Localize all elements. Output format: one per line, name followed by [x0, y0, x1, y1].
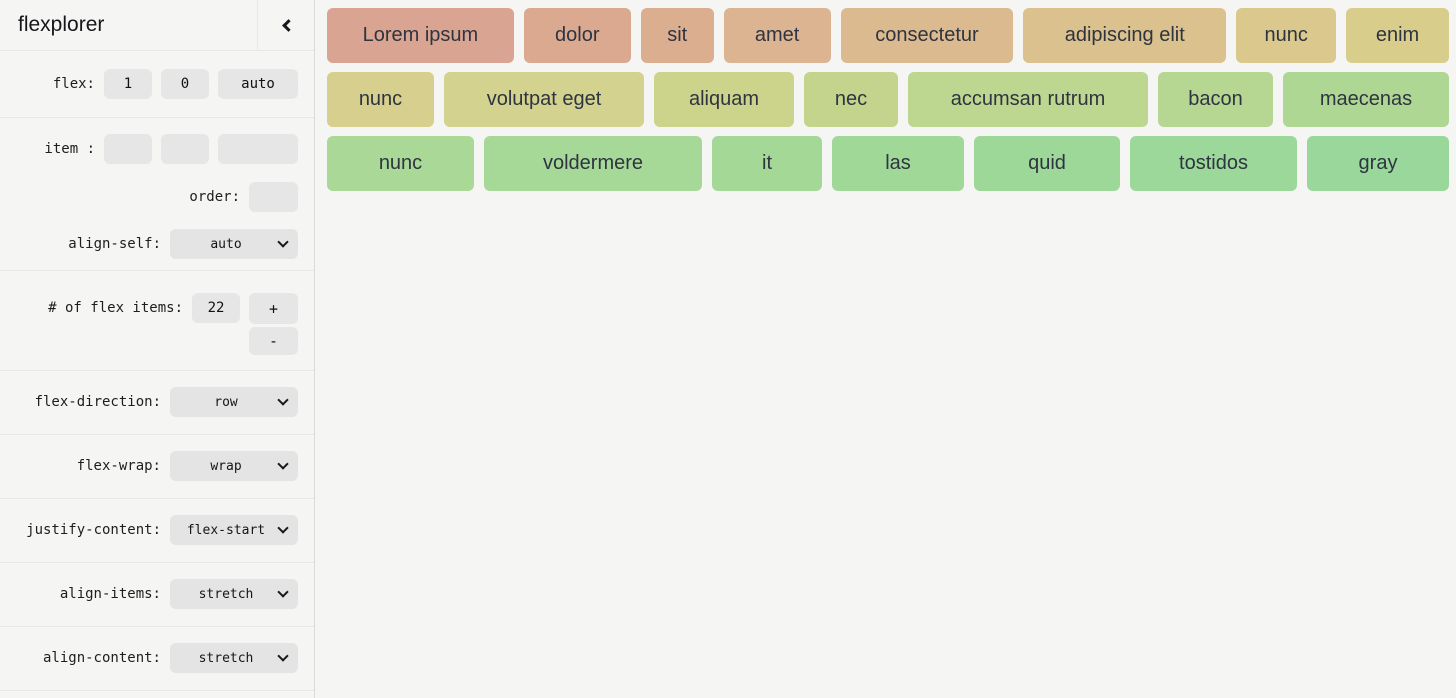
flex-item[interactable]: nunc	[327, 72, 434, 127]
flex-item[interactable]: adipiscing elit	[1023, 8, 1227, 63]
add-item-button[interactable]: +	[249, 293, 298, 324]
flex-item[interactable]: enim	[1346, 8, 1449, 63]
flex-direction-select[interactable]: row	[170, 387, 298, 417]
order-label: order:	[189, 189, 240, 205]
flex-item[interactable]: nunc	[327, 136, 474, 191]
align-items-value: stretch	[198, 586, 254, 602]
flex-item[interactable]: aliquam	[654, 72, 794, 127]
chevron-down-icon	[277, 650, 289, 662]
align-content-section: align-content: stretch	[0, 627, 314, 691]
align-self-value: auto	[210, 236, 242, 252]
app-title: flexplorer	[18, 13, 105, 36]
flex-item[interactable]: bacon	[1158, 72, 1273, 127]
item-shrink-input[interactable]	[161, 134, 209, 164]
flex-item[interactable]: Lorem ipsum	[327, 8, 514, 63]
chevron-down-icon	[277, 458, 289, 470]
align-items-label: align-items:	[59, 586, 161, 602]
flex-label: flex:	[52, 76, 95, 92]
justify-content-select[interactable]: flex-start	[170, 515, 298, 545]
flex-item[interactable]: nec	[804, 72, 898, 127]
chevron-down-icon	[277, 586, 289, 598]
align-content-select[interactable]: stretch	[170, 643, 298, 673]
flex-wrap-label: flex-wrap:	[76, 458, 161, 474]
flex-item[interactable]: volutpat eget	[444, 72, 644, 127]
flex-item[interactable]: quid	[974, 136, 1120, 191]
flex-item[interactable]: amet	[723, 8, 831, 63]
flex-item[interactable]: voldermere	[484, 136, 702, 191]
flex-item[interactable]: las	[832, 136, 964, 191]
remove-item-button[interactable]: -	[249, 327, 298, 355]
count-stepper: + -	[249, 293, 298, 355]
justify-content-value: flex-start	[186, 522, 266, 538]
chevron-down-icon	[277, 236, 289, 248]
flex-basis-input[interactable]	[218, 69, 298, 99]
flex-item[interactable]: nunc	[1236, 8, 1337, 63]
collapse-sidebar-button[interactable]	[257, 0, 314, 50]
flex-items-count-input[interactable]	[192, 293, 240, 323]
justify-content-section: justify-content: flex-start	[0, 499, 314, 563]
flex-item[interactable]: tostidos	[1130, 136, 1297, 191]
flex-item[interactable]: dolor	[523, 8, 631, 63]
flex-wrap-value: wrap	[210, 458, 242, 474]
flex-shorthand-section: flex:	[0, 51, 314, 118]
flex-direction-label: flex-direction:	[34, 394, 161, 410]
flex-item[interactable]: gray	[1307, 136, 1449, 191]
flex-item[interactable]: accumsan rutrum	[908, 72, 1148, 127]
align-self-select[interactable]: auto	[170, 229, 298, 259]
flex-shrink-input[interactable]	[161, 69, 209, 99]
justify-content-label: justify-content:	[26, 522, 161, 538]
sidebar: flexplorer flex: item : order: align-sel…	[0, 0, 315, 698]
flex-wrap-select[interactable]: wrap	[170, 451, 298, 481]
align-self-label: align-self:	[68, 236, 161, 252]
flex-direction-value: row	[214, 394, 238, 410]
chevron-left-icon	[281, 18, 295, 32]
align-items-select[interactable]: stretch	[170, 579, 298, 609]
align-content-value: stretch	[198, 650, 254, 666]
flex-item[interactable]: it	[712, 136, 822, 191]
order-input[interactable]	[249, 182, 298, 212]
align-content-label: align-content:	[42, 650, 161, 666]
flex-direction-section: flex-direction: row	[0, 371, 314, 435]
item-settings-section: item : order: align-self: auto	[0, 118, 314, 271]
sidebar-header: flexplorer	[0, 0, 314, 51]
item-count-section: # of flex items: + -	[0, 271, 314, 371]
flex-wrap-section: flex-wrap: wrap	[0, 435, 314, 499]
item-label: item :	[44, 141, 95, 157]
item-grow-input[interactable]	[104, 134, 152, 164]
item-basis-input[interactable]	[218, 134, 298, 164]
flex-item[interactable]: consectetur	[840, 8, 1014, 63]
flex-item[interactable]: maecenas	[1283, 72, 1449, 127]
chevron-down-icon	[277, 394, 289, 406]
flex-items-count-label: # of flex items:	[48, 300, 183, 316]
align-items-section: align-items: stretch	[0, 563, 314, 627]
flex-grow-input[interactable]	[104, 69, 152, 99]
flex-item[interactable]: sit	[640, 8, 714, 63]
